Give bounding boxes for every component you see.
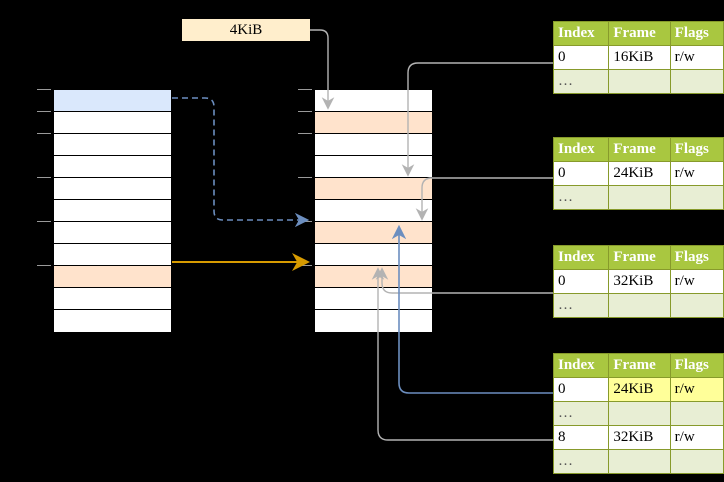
page-directory-row-4 — [54, 178, 171, 200]
frame-table-4-cell-3-1 — [608, 449, 671, 474]
frame-table-4-cell-1-1 — [608, 401, 671, 426]
frame-table-1-header-flags: Flags — [669, 21, 724, 46]
page-table-row-5 — [315, 200, 432, 222]
frame-table-4-header-frame: Frame — [608, 353, 671, 378]
page-table-tick-2 — [298, 133, 312, 134]
page-directory-tick-6 — [37, 221, 51, 222]
frame-table-3-cell-1-2 — [669, 293, 724, 318]
frame-table-1-header-index: Index — [552, 21, 610, 46]
page-directory-row-2 — [54, 134, 171, 156]
page-table-row-3 — [315, 156, 432, 178]
connector-frametable2-to-pagetable — [415, 177, 553, 221]
page-table-row-4 — [315, 178, 432, 200]
frame-table-2-header-index: Index — [552, 137, 610, 162]
page-table-table — [314, 89, 433, 332]
frame-table-3-cell-0-1: 32KiB — [608, 269, 671, 294]
page-table-row-2 — [315, 134, 432, 156]
frame-table-2-cell-1-2 — [669, 185, 724, 210]
frame-table-1-cell-0-2: r/w — [669, 45, 724, 70]
frame-table-2-cell-0-0: 0 — [552, 161, 610, 186]
frame-table-4-cell-0-2: r/w — [669, 377, 724, 402]
page-directory-tick-0 — [37, 89, 51, 90]
page-directory-row-0 — [54, 90, 171, 112]
page-directory-table — [53, 89, 172, 332]
page-table-tick-6 — [298, 221, 312, 222]
frame-table-3-cell-1-1 — [608, 293, 671, 318]
page-directory-tick-4 — [37, 177, 51, 178]
frame-table-4-cell-2-1: 32KiB — [608, 425, 671, 450]
connector-directory-to-pagetable-dashed — [172, 97, 310, 228]
page-directory-row-6 — [54, 222, 171, 244]
frame-table-1-cell-1-1 — [608, 69, 671, 94]
frame-table-1-cell-0-0: 0 — [552, 45, 610, 70]
frame-table-4-header-flags: Flags — [669, 353, 724, 378]
frame-table-1-cell-1-0: … — [552, 69, 610, 94]
frame-table-3-cell-1-0: … — [552, 293, 610, 318]
frame-table-2-cell-1-0: … — [552, 185, 610, 210]
frame-table-4-cell-0-0: 0 — [552, 377, 610, 402]
page-table-row-9 — [315, 288, 432, 310]
frame-table-4-cell-1-0: … — [552, 401, 610, 426]
page-directory-tick-8 — [37, 265, 51, 266]
frame-table-1-row-1: … — [552, 69, 724, 94]
page-table-tick-0 — [298, 89, 312, 90]
page-table-row-8 — [315, 266, 432, 288]
frame-table-2-cell-1-1 — [608, 185, 671, 210]
frame-table-3-header-frame: Frame — [608, 245, 671, 270]
page-directory-tick-2 — [37, 133, 51, 134]
page-directory-row-10 — [54, 310, 171, 332]
frame-table-4-row-1: … — [552, 401, 724, 426]
frame-table-4-cell-3-0: … — [552, 449, 610, 474]
frame-table-1-header-frame: Frame — [608, 21, 671, 46]
page-table-row-1 — [315, 112, 432, 134]
frame-table-4-cell-2-2: r/w — [669, 425, 724, 450]
frame-table-3-cell-0-2: r/w — [669, 269, 724, 294]
frame-table-2-header-flags: Flags — [669, 137, 724, 162]
page-directory-row-3 — [54, 156, 171, 178]
page-table-tick-8 — [298, 265, 312, 266]
frame-table-2-cell-0-1: 24KiB — [608, 161, 671, 186]
page-directory-tick-1 — [37, 111, 51, 112]
page-table-row-6 — [315, 222, 432, 244]
page-directory-row-9 — [54, 288, 171, 310]
frame-table-2-header-frame: Frame — [608, 137, 671, 162]
frame-table-4-header-index: Index — [552, 353, 610, 378]
frame-table-4-cell-0-1: 24KiB — [608, 377, 671, 402]
page-directory-row-5 — [54, 200, 171, 222]
page-directory-row-7 — [54, 244, 171, 266]
frame-table-2-row-1: … — [552, 185, 724, 210]
page-table-tick-1 — [298, 111, 312, 112]
frame-table-3-row-1: … — [552, 293, 724, 318]
frame-table-4-cell-3-2 — [669, 449, 724, 474]
frame-table-3-cell-0-0: 0 — [552, 269, 610, 294]
frame-table-1-cell-1-2 — [669, 69, 724, 94]
page-directory-row-8 — [54, 266, 171, 288]
frame-table-4-cell-1-2 — [669, 401, 724, 426]
frame-table-1-cell-0-1: 16KiB — [608, 45, 671, 70]
frame-table-4-row-3: … — [552, 449, 724, 474]
frame-table-4-cell-2-0: 8 — [552, 425, 610, 450]
page-size-label: 4KiB — [182, 19, 310, 41]
frame-table-2-cell-0-2: r/w — [669, 161, 724, 186]
page-table-tick-4 — [298, 177, 312, 178]
frame-table-3-header-flags: Flags — [669, 245, 724, 270]
page-table-row-0 — [315, 90, 432, 112]
page-table-row-7 — [315, 244, 432, 266]
page-directory-row-1 — [54, 112, 171, 134]
page-table-row-10 — [315, 310, 432, 332]
frame-table-3-header-index: Index — [552, 245, 610, 270]
